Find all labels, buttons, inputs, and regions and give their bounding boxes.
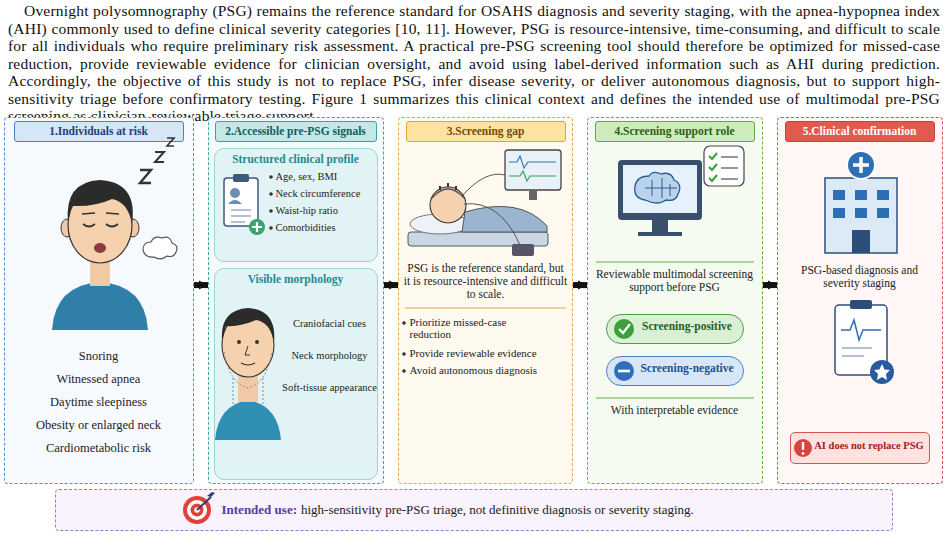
pill-text: Screening-negative [637, 362, 737, 375]
stage-panel: 3.Screening gapPSG is the reference stan… [398, 117, 573, 484]
bullet-item: Prioritize missed-case reduction [410, 316, 532, 341]
panel-text: PSG is the reference standard, but it is… [404, 262, 568, 302]
pill-text: Screening-positive [637, 320, 737, 333]
use-text: high-sensitivity pre-PSG triage, not def… [301, 502, 694, 517]
bullet-item: Provide reviewable evidence [410, 347, 568, 360]
stage-panel: 4.Screening support roleReviewable multi… [587, 117, 763, 484]
panel-heading: 4.Screening support role [595, 121, 755, 142]
risk-item: Daytime sleepiness [10, 395, 188, 409]
risk-item: Obesity or enlarged neck [10, 418, 188, 432]
panel-heading: 3.Screening gap [406, 121, 566, 142]
box-heading: Visible morphology [214, 273, 378, 286]
panel-heading: 1.Individuals at risk [14, 121, 184, 142]
warning-text: AI does not replace PSG [813, 440, 925, 452]
flow-arrow [194, 282, 208, 288]
morphology-item: Neck morphology [282, 350, 378, 362]
signal-box: Structured clinical profileAge, sex, BMI… [214, 148, 378, 262]
bullet-item: Avoid autonomous diagnosis [410, 364, 568, 377]
panel-heading: 5.Clinical confirmation [785, 121, 935, 142]
signal-item: Neck circumference [276, 188, 376, 200]
stage-panel: 1.Individuals at riskSnoringWitnessed ap… [4, 117, 194, 484]
flow-arrow [763, 282, 777, 288]
body-paragraph: Overnight polysomnography (PSG) remains … [8, 2, 940, 125]
signal-item: Waist-hip ratio [276, 205, 376, 217]
stage-panel: 2.Accessible pre-PSG signalsStructured c… [208, 117, 384, 484]
signal-item: Comorbidities [276, 222, 376, 234]
flow-arrow [573, 282, 587, 288]
use-label: Intended use: [222, 502, 298, 517]
panel-text: With interpretable evidence [596, 404, 754, 417]
morphology-item: Soft-tissue appearance [282, 382, 378, 394]
risk-item: Witnessed apnea [10, 372, 188, 386]
morphology-item: Craniofacial cues [282, 318, 378, 330]
warning-box: AI does not replace PSG [790, 432, 930, 464]
panel-heading: 2.Accessible pre-PSG signals [215, 121, 377, 142]
result-pill: Screening-positive [606, 314, 744, 344]
signal-item: Age, sex, BMI [276, 171, 376, 183]
signal-box: Visible morphologyCraniofacial cuesNeck … [214, 268, 378, 480]
risk-item: Snoring [10, 349, 188, 363]
stage-panel: 5.Clinical confirmationPSG-based diagnos… [777, 117, 943, 484]
flow-arrow [384, 282, 398, 288]
result-pill: Screening-negative [606, 356, 744, 386]
box-heading: Structured clinical profile [214, 153, 378, 166]
text-line: Intended use:high-sensitivity pre-PSG tr… [222, 502, 694, 518]
risk-item: Cardiometabolic risk [10, 441, 188, 455]
panel-text: Reviewable multimodal screening support … [596, 268, 754, 295]
intended-use-bar: Intended use:high-sensitivity pre-PSG tr… [55, 489, 893, 531]
panel-text: PSG-based diagnosis and severity staging [790, 264, 930, 291]
